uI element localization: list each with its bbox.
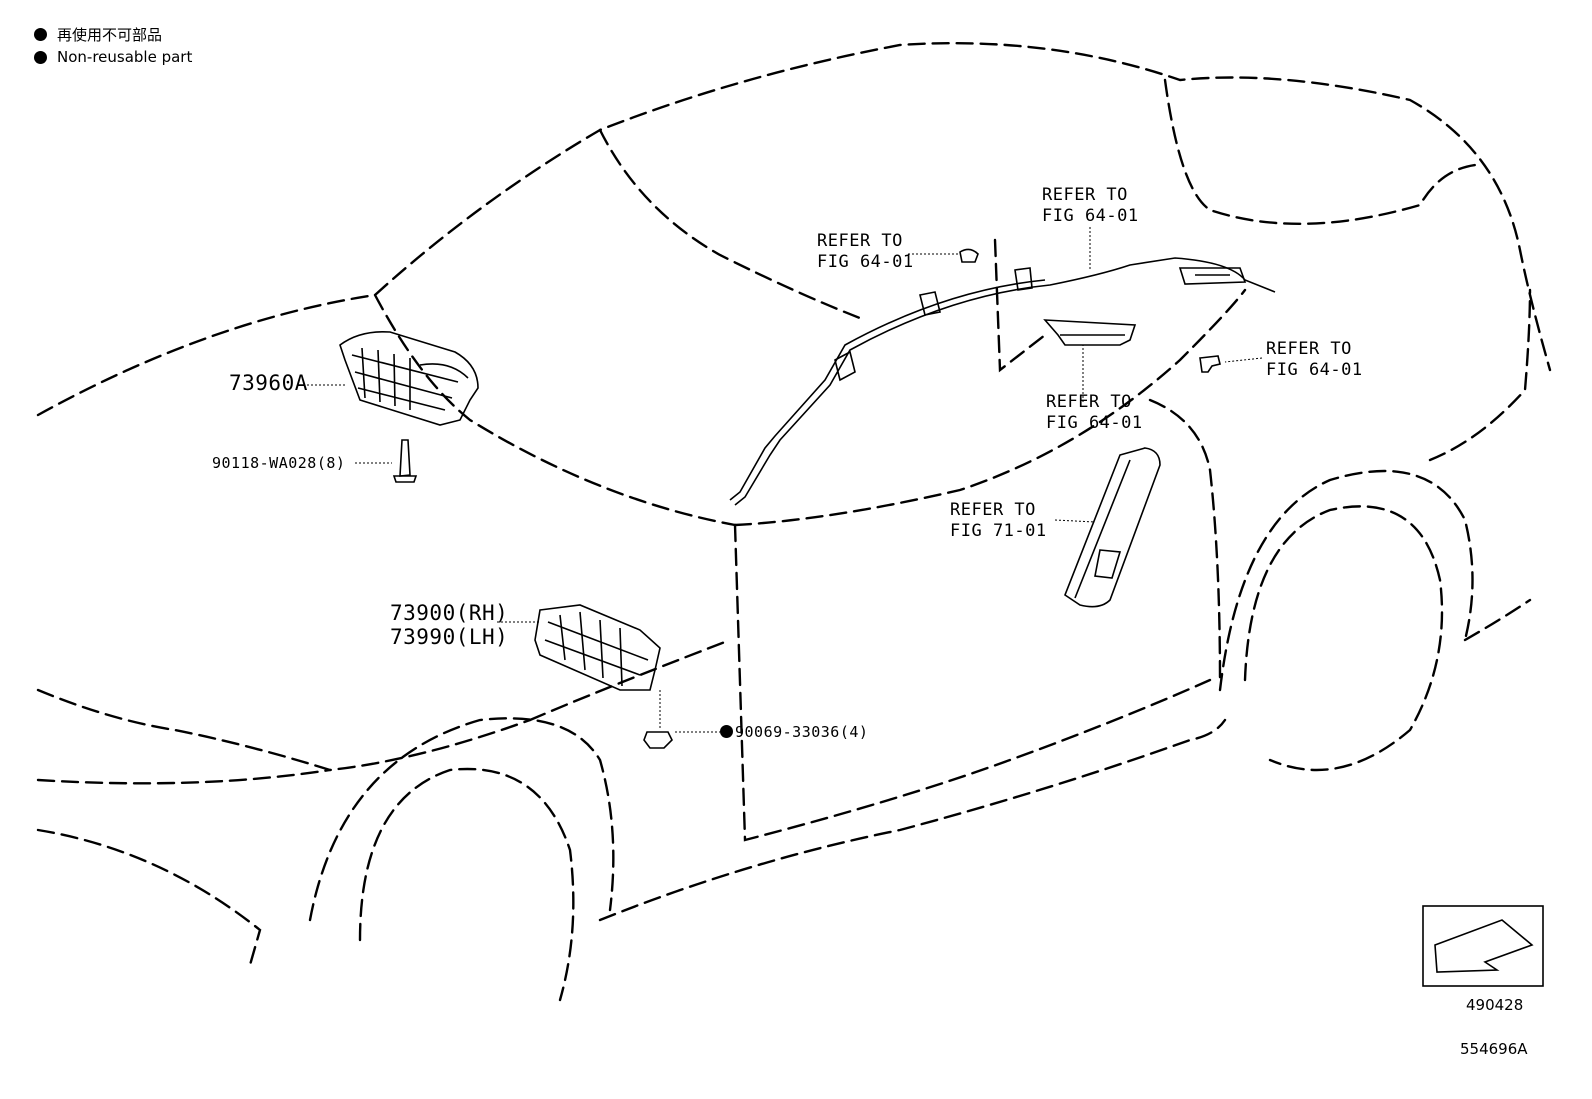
- legend-text: 再使用不可部品: [57, 26, 163, 44]
- front-wheel: [358, 767, 575, 1002]
- legend-line-jp: 再使用不可部品: [34, 24, 162, 45]
- front-fender: [528, 638, 732, 722]
- front-lower: [36, 828, 262, 967]
- curtain-airbag: [729, 257, 1276, 506]
- bumper-line: [36, 768, 332, 785]
- windshield-top: [598, 128, 867, 322]
- windshield-lower: [373, 293, 737, 527]
- view-code: 490428: [1466, 996, 1524, 1014]
- front-wheel-arch: [308, 717, 615, 922]
- knee-airbag-module: [534, 604, 661, 691]
- clip-right: [1199, 355, 1221, 373]
- pillar-left: [733, 288, 1247, 527]
- view-indicator: [1422, 905, 1544, 987]
- part-label-73960A: 73960A: [229, 371, 308, 395]
- rear-wheel: [1243, 505, 1444, 772]
- door-line: [1148, 398, 1222, 682]
- non-reusable-icon: [720, 725, 733, 738]
- passenger-airbag-module: [339, 330, 479, 426]
- rear-window: [1163, 78, 1477, 226]
- rear-body: [1428, 288, 1532, 642]
- roof-dash: [993, 238, 1047, 373]
- legend-text: Non-reusable part: [57, 48, 193, 66]
- nut-part: [643, 731, 673, 749]
- seat-side-airbag: [1064, 447, 1161, 608]
- bullet-icon: [34, 50, 47, 64]
- sill-line: [598, 718, 1227, 922]
- part-label-bolt: 90118-WA028(8): [212, 454, 346, 472]
- clip-left: [959, 248, 979, 263]
- part-label-knee-lh: 73990(LH): [390, 625, 509, 649]
- bracket-part: [1043, 319, 1137, 346]
- illustration-id: 554696A: [1460, 1040, 1528, 1058]
- legend-line-en: Non-reusable part: [34, 48, 192, 66]
- door-front: [733, 523, 1212, 842]
- bullet-icon: [34, 28, 47, 41]
- hood-line: [36, 688, 532, 772]
- bolt-part: [392, 439, 418, 483]
- part-label-nut: 90069-33036(4): [720, 722, 868, 743]
- part-label-knee-rh: 73900(RH): [390, 601, 509, 625]
- rear-wheel-arch: [1218, 469, 1474, 692]
